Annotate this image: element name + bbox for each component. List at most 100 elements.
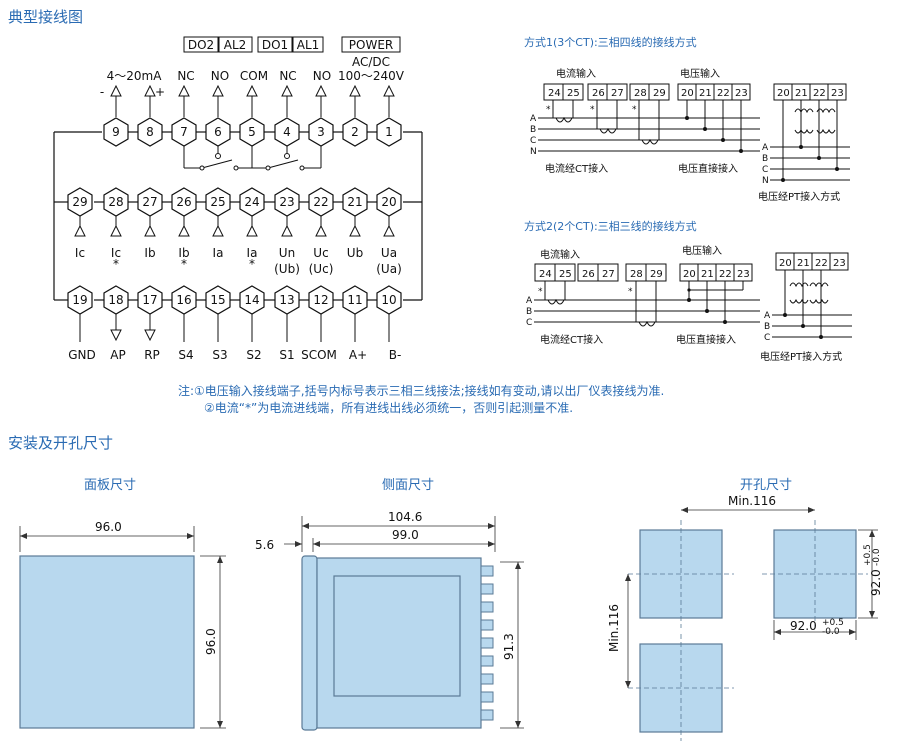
m1-star-1: * <box>546 105 551 115</box>
note-1: 注:①电压输入接线端子,括号内标号表示三相三线接法;接线如有变动,请以出厂仪表接… <box>178 384 665 398</box>
m1-pt-line-c: C <box>762 165 768 175</box>
m2-cur-26: 26 <box>582 269 595 280</box>
label-scom: SCOM <box>301 348 337 362</box>
pin-13: 13 <box>279 293 294 307</box>
side-body-value: 99.0 <box>392 528 419 542</box>
pin-5: 5 <box>248 125 256 139</box>
cutout-min-width: Min.116 <box>728 494 776 508</box>
m1-voltage-in: 电压输入 <box>680 67 720 80</box>
pin-26: 26 <box>176 195 191 209</box>
cutout-min-height: Min.116 <box>607 604 621 652</box>
label-ap: AP <box>110 348 125 362</box>
label-ic-star: Ic <box>111 246 121 260</box>
cutout-width-value: 92.0 <box>790 619 817 633</box>
m1-pt-20: 20 <box>777 88 790 99</box>
side-dim-title: 侧面尺寸 <box>382 478 435 493</box>
m2-voltage-in: 电压输入 <box>682 244 722 257</box>
m2-star-2: * <box>628 287 633 297</box>
m2-volt-21: 21 <box>701 269 714 280</box>
m2-line-c: C <box>526 318 532 328</box>
label-plus: + <box>155 85 165 99</box>
pin-12: 12 <box>313 293 328 307</box>
pin-19: 19 <box>72 293 87 307</box>
pin-16: 16 <box>176 293 191 307</box>
m2-pt-22: 22 <box>815 258 828 269</box>
method2-title: 方式2(2个CT):三相三线的接线方式 <box>524 220 697 233</box>
star-ia: * <box>249 257 255 271</box>
label-gnd: GND <box>68 348 96 362</box>
m1-direct-label: 电压直接接入 <box>678 162 738 175</box>
m1-line-c: C <box>530 136 536 146</box>
m1-cur-25: 25 <box>567 88 580 99</box>
box-do1: DO1 <box>262 38 288 52</box>
m1-cur-29: 29 <box>653 88 666 99</box>
cutout-height-tol-minus: -0.0 <box>872 548 882 566</box>
m2-star-1: * <box>538 287 543 297</box>
label-a-plus: A+ <box>349 348 367 362</box>
side-total-value: 104.6 <box>388 510 422 524</box>
m1-pt-line-n: N <box>762 176 769 186</box>
label-4-20ma: 4～20mA <box>107 69 163 83</box>
label-rp: RP <box>144 348 160 362</box>
star-ib: * <box>181 257 187 271</box>
install-title: 安装及开孔尺寸 <box>8 434 114 452</box>
pin-3: 3 <box>317 125 325 139</box>
pin-25: 25 <box>210 195 225 209</box>
box-do2: DO2 <box>188 38 214 52</box>
pin-28: 28 <box>108 195 123 209</box>
box-al2: AL2 <box>224 38 247 52</box>
label-s3: S3 <box>212 348 227 362</box>
m2-direct-label: 电压直接接入 <box>676 333 736 346</box>
label-nc-4: NC <box>279 69 296 83</box>
side-front-value: 5.6 <box>255 538 274 552</box>
m1-volt-22: 22 <box>717 88 730 99</box>
m1-line-n: N <box>530 147 537 157</box>
row1-pins: 9 8 7 6 5 4 3 2 1 <box>103 117 402 147</box>
m1-cur-24: 24 <box>548 88 561 99</box>
cutout-height-tol-plus: +0.5 <box>863 544 873 566</box>
m2-cur-29: 29 <box>650 269 663 280</box>
m1-line-a: A <box>530 114 537 124</box>
label-ua-paren: (Ua) <box>376 262 402 276</box>
side-dimension-drawing: 104.6 99.0 5.6 91.3 <box>255 510 524 731</box>
m2-ct-label: 电流经CT接入 <box>540 333 603 346</box>
pin-11: 11 <box>347 293 362 307</box>
side-height-value: 91.3 <box>502 633 516 660</box>
m1-pt-label: 电压经PT接入方式 <box>758 190 840 203</box>
label-ia: Ia <box>213 246 224 260</box>
label-ia-star: Ia <box>247 246 258 260</box>
method2-diagram: 电流输入 电压输入 24 25 26 27 28 29 20 21 22 23 <box>526 244 852 363</box>
label-ua: Ua <box>381 246 397 260</box>
m2-pt-23: 23 <box>833 258 846 269</box>
pin-27: 27 <box>142 195 157 209</box>
pin-23: 23 <box>279 195 294 209</box>
m1-star-3: * <box>632 105 637 115</box>
box-al1: AL1 <box>297 38 320 52</box>
m2-line-b: B <box>526 307 532 317</box>
pin-7: 7 <box>180 125 188 139</box>
m1-pt-23: 23 <box>831 88 844 99</box>
pin-15: 15 <box>210 293 225 307</box>
power-voltage: 100～240V <box>338 69 405 83</box>
m2-pt-line-c: C <box>764 333 770 343</box>
method1-title: 方式1(3个CT):三相四线的接线方式 <box>524 36 697 49</box>
pin-2: 2 <box>351 125 359 139</box>
label-s2: S2 <box>246 348 261 362</box>
top-boxes: DO2 AL2 DO1 AL1 POWER <box>183 36 401 53</box>
m1-volt-21: 21 <box>699 88 712 99</box>
cutout-dimension-drawing: Min.116 Min.116 92.0 +0.5 -0.0 92.0 +0.5… <box>607 494 883 741</box>
m1-pt-line-b: B <box>762 154 768 164</box>
m2-pt-label: 电压经PT接入方式 <box>760 350 842 363</box>
label-no-3: NO <box>313 69 331 83</box>
m1-volt-20: 20 <box>681 88 694 99</box>
cutout-width-tol-plus: +0.5 <box>822 618 844 628</box>
label-ub: Ub <box>347 246 363 260</box>
panel-dim-title: 面板尺寸 <box>84 478 137 493</box>
pin-1: 1 <box>385 125 393 139</box>
label-s1: S1 <box>279 348 294 362</box>
note-2: ②电流“*”为电流进线端，所有进线出线必须统一，否则引起测量不准. <box>204 401 574 415</box>
m1-current-in: 电流输入 <box>556 67 596 80</box>
cutout-width-tol-minus: -0.0 <box>822 627 840 637</box>
pin-10: 10 <box>381 293 396 307</box>
